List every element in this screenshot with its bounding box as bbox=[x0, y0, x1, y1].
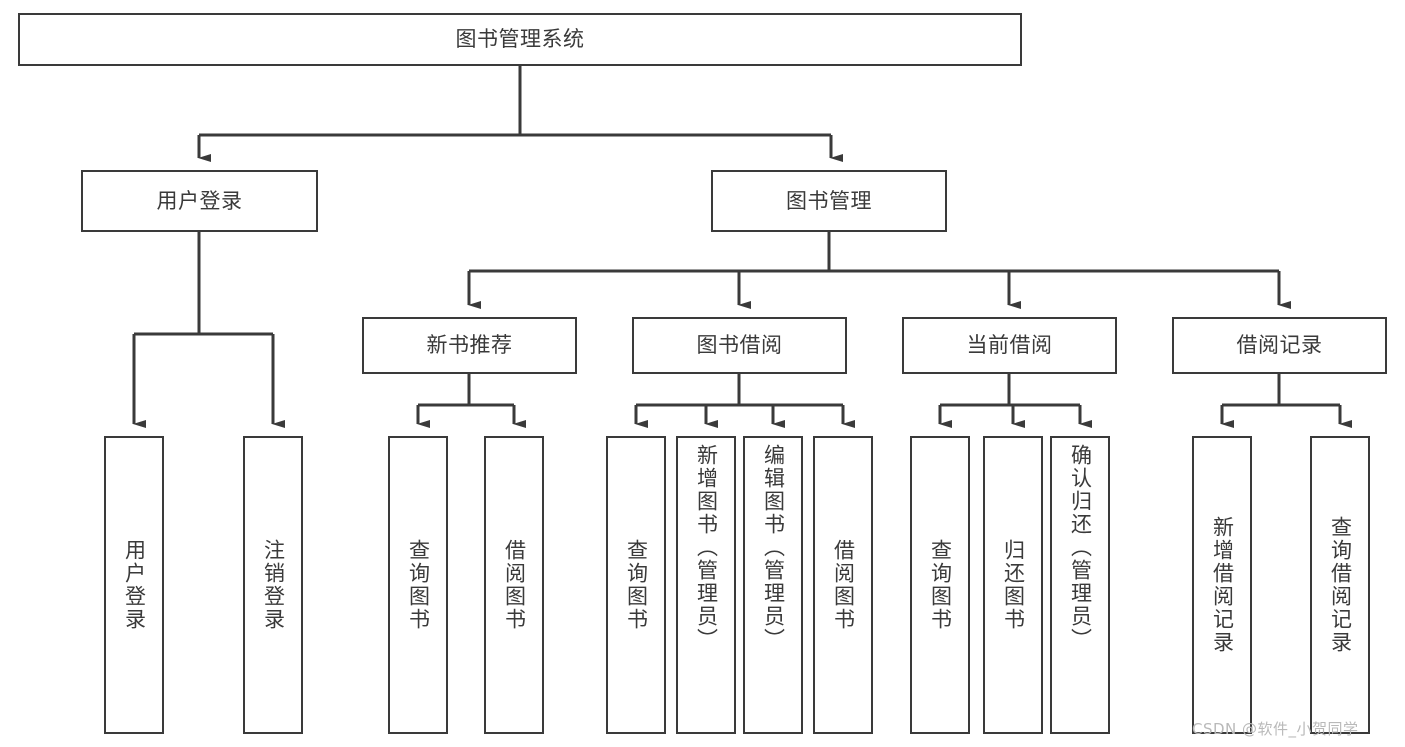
node-leaf-borrow-book-2[interactable]: 借阅图书 bbox=[813, 436, 873, 734]
node-book-borrow-label: 图书借阅 bbox=[696, 333, 783, 358]
node-leaf-confirm-return-admin-label: 确认归还（管理员） bbox=[1068, 444, 1093, 651]
node-leaf-add-book-admin[interactable]: 新增图书（管理员） bbox=[676, 436, 736, 734]
node-leaf-borrow-book-2-label: 借阅图书 bbox=[831, 539, 856, 631]
node-leaf-add-book-admin-label: 新增图书（管理员） bbox=[694, 444, 719, 651]
node-root[interactable]: 图书管理系统 bbox=[18, 13, 1022, 66]
node-user-login[interactable]: 用户登录 bbox=[81, 170, 318, 232]
node-leaf-add-borrow-record-label: 新增借阅记录 bbox=[1210, 516, 1235, 654]
node-current-borrow[interactable]: 当前借阅 bbox=[902, 317, 1117, 374]
node-leaf-query-book-3[interactable]: 查询图书 bbox=[910, 436, 970, 734]
node-leaf-borrow-book-1-label: 借阅图书 bbox=[502, 539, 527, 631]
node-leaf-logout[interactable]: 注销登录 bbox=[243, 436, 303, 734]
node-new-book-recommend[interactable]: 新书推荐 bbox=[362, 317, 577, 374]
node-leaf-logout-label: 注销登录 bbox=[261, 539, 286, 631]
node-borrow-record-label: 借阅记录 bbox=[1236, 333, 1323, 358]
node-leaf-return-book[interactable]: 归还图书 bbox=[983, 436, 1043, 734]
node-leaf-user-login[interactable]: 用户登录 bbox=[104, 436, 164, 734]
node-leaf-edit-book-admin-label: 编辑图书（管理员） bbox=[761, 444, 786, 651]
node-book-manage[interactable]: 图书管理 bbox=[711, 170, 947, 232]
node-current-borrow-label: 当前借阅 bbox=[966, 333, 1053, 358]
node-new-book-recommend-label: 新书推荐 bbox=[426, 333, 513, 358]
node-book-borrow[interactable]: 图书借阅 bbox=[632, 317, 847, 374]
node-leaf-query-book-1[interactable]: 查询图书 bbox=[388, 436, 448, 734]
node-leaf-query-book-3-label: 查询图书 bbox=[928, 539, 953, 631]
node-leaf-query-book-1-label: 查询图书 bbox=[406, 539, 431, 631]
node-leaf-query-borrow-record-label: 查询借阅记录 bbox=[1328, 516, 1353, 654]
node-leaf-query-book-2[interactable]: 查询图书 bbox=[606, 436, 666, 734]
watermark: CSDN @软件_小贺同学 bbox=[1192, 720, 1359, 738]
node-leaf-return-book-label: 归还图书 bbox=[1001, 539, 1026, 631]
node-borrow-record[interactable]: 借阅记录 bbox=[1172, 317, 1387, 374]
node-leaf-edit-book-admin[interactable]: 编辑图书（管理员） bbox=[743, 436, 803, 734]
node-leaf-query-book-2-label: 查询图书 bbox=[624, 539, 649, 631]
node-leaf-confirm-return-admin[interactable]: 确认归还（管理员） bbox=[1050, 436, 1110, 734]
node-root-label: 图书管理系统 bbox=[455, 27, 585, 52]
node-user-login-label: 用户登录 bbox=[156, 188, 243, 213]
node-leaf-query-borrow-record[interactable]: 查询借阅记录 bbox=[1310, 436, 1370, 734]
node-leaf-add-borrow-record[interactable]: 新增借阅记录 bbox=[1192, 436, 1252, 734]
node-leaf-borrow-book-1[interactable]: 借阅图书 bbox=[484, 436, 544, 734]
node-leaf-user-login-label: 用户登录 bbox=[122, 539, 147, 631]
node-book-manage-label: 图书管理 bbox=[786, 188, 872, 213]
